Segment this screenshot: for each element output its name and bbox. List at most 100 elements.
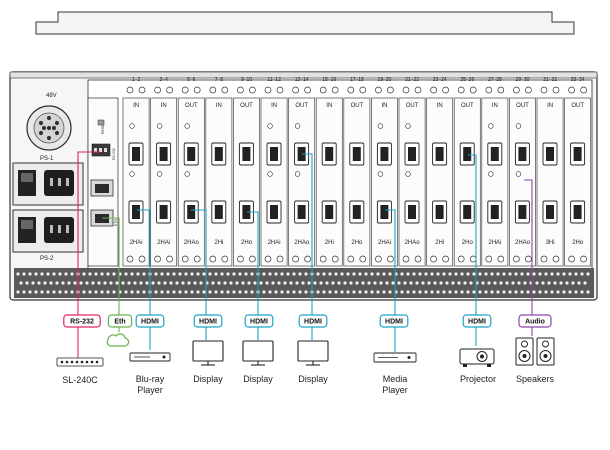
audio-jack[interactable] bbox=[267, 171, 273, 177]
bnc-connector[interactable] bbox=[568, 255, 575, 263]
bnc-connector[interactable] bbox=[513, 255, 520, 263]
audio-jack[interactable] bbox=[184, 123, 190, 129]
bnc-connector[interactable] bbox=[525, 86, 532, 94]
bnc-connector[interactable] bbox=[331, 86, 339, 94]
audio-jack[interactable] bbox=[488, 123, 494, 129]
bnc-connector[interactable] bbox=[513, 86, 520, 94]
bnc-connector[interactable] bbox=[568, 86, 575, 94]
bnc-connector[interactable] bbox=[457, 86, 465, 94]
vent-hole bbox=[16, 290, 20, 294]
audio-jack[interactable] bbox=[405, 171, 411, 177]
bnc-connector[interactable] bbox=[457, 255, 465, 263]
bnc-connector[interactable] bbox=[237, 86, 244, 94]
vent-hole bbox=[343, 281, 347, 285]
bnc-connector[interactable] bbox=[319, 86, 327, 94]
bnc-connector[interactable] bbox=[276, 86, 284, 94]
audio-jack[interactable] bbox=[405, 123, 411, 129]
speakers-icon bbox=[515, 337, 555, 366]
vent-hole bbox=[340, 290, 344, 294]
bnc-connector[interactable] bbox=[414, 255, 422, 263]
bnc-connector[interactable] bbox=[331, 255, 339, 263]
bnc-connector[interactable] bbox=[442, 255, 449, 263]
bnc-connector[interactable] bbox=[166, 86, 173, 94]
bnc-connector[interactable] bbox=[154, 86, 161, 94]
audio-jack[interactable] bbox=[129, 123, 135, 129]
bnc-connector[interactable] bbox=[402, 255, 410, 263]
bnc-connector[interactable] bbox=[221, 255, 229, 263]
bnc-connector[interactable] bbox=[347, 255, 355, 263]
audio-jack[interactable] bbox=[377, 171, 384, 177]
audio-jack[interactable] bbox=[129, 171, 135, 177]
bnc-connector[interactable] bbox=[193, 255, 201, 263]
bnc-connector[interactable] bbox=[359, 86, 367, 94]
bnc-connector[interactable] bbox=[264, 86, 272, 94]
vent-hole bbox=[424, 272, 428, 276]
bnc-connector[interactable] bbox=[166, 255, 173, 263]
bnc-connector[interactable] bbox=[387, 86, 394, 94]
bnc-connector[interactable] bbox=[469, 86, 477, 94]
bnc-connector[interactable] bbox=[209, 86, 217, 94]
bnc-connector[interactable] bbox=[138, 86, 146, 94]
vent-hole bbox=[337, 281, 341, 285]
slot-number: 13–14 bbox=[295, 77, 309, 83]
audio-jack[interactable] bbox=[488, 171, 494, 177]
bnc-connector[interactable] bbox=[580, 86, 587, 94]
vent-hole bbox=[31, 281, 35, 285]
slot-number: 31–32 bbox=[543, 77, 557, 83]
bnc-connector[interactable] bbox=[375, 255, 382, 263]
bnc-connector[interactable] bbox=[319, 255, 327, 263]
vent-hole bbox=[124, 272, 128, 276]
bnc-connector[interactable] bbox=[580, 255, 587, 263]
bnc-connector[interactable] bbox=[552, 86, 560, 94]
bnc-connector[interactable] bbox=[249, 86, 256, 94]
bnc-connector[interactable] bbox=[209, 255, 217, 263]
audio-jack[interactable] bbox=[377, 123, 384, 129]
bnc-connector[interactable] bbox=[430, 255, 437, 263]
audio-jack[interactable] bbox=[294, 123, 301, 129]
bnc-connector[interactable] bbox=[347, 86, 355, 94]
vent-hole bbox=[451, 281, 455, 285]
bnc-connector[interactable] bbox=[485, 255, 493, 263]
bnc-connector[interactable] bbox=[485, 86, 493, 94]
bnc-connector[interactable] bbox=[237, 255, 244, 263]
bnc-connector[interactable] bbox=[221, 86, 229, 94]
bnc-connector[interactable] bbox=[375, 86, 382, 94]
bnc-connector[interactable] bbox=[138, 255, 146, 263]
audio-jack[interactable] bbox=[184, 171, 190, 177]
vent-hole bbox=[250, 272, 254, 276]
bnc-connector[interactable] bbox=[181, 86, 189, 94]
audio-jack[interactable] bbox=[267, 123, 273, 129]
audio-jack[interactable] bbox=[156, 171, 163, 177]
slot-card bbox=[564, 97, 592, 267]
bnc-connector[interactable] bbox=[304, 86, 311, 94]
audio-jack[interactable] bbox=[156, 123, 163, 129]
bnc-connector[interactable] bbox=[193, 86, 201, 94]
bnc-connector[interactable] bbox=[497, 86, 505, 94]
bnc-connector[interactable] bbox=[304, 255, 311, 263]
reset-button[interactable] bbox=[97, 119, 105, 126]
bnc-connector[interactable] bbox=[414, 86, 422, 94]
bnc-connector[interactable] bbox=[402, 86, 410, 94]
bnc-connector[interactable] bbox=[126, 255, 134, 263]
bnc-connector[interactable] bbox=[469, 255, 477, 263]
audio-jack[interactable] bbox=[515, 171, 522, 177]
audio-jack[interactable] bbox=[515, 123, 522, 129]
bnc-connector[interactable] bbox=[430, 86, 437, 94]
bnc-connector[interactable] bbox=[292, 255, 299, 263]
bnc-connector[interactable] bbox=[552, 255, 560, 263]
audio-jack[interactable] bbox=[294, 171, 301, 177]
bnc-connector[interactable] bbox=[276, 255, 284, 263]
bnc-connector[interactable] bbox=[442, 86, 449, 94]
bnc-connector[interactable] bbox=[154, 255, 161, 263]
bnc-connector[interactable] bbox=[292, 86, 299, 94]
bnc-connector[interactable] bbox=[525, 255, 532, 263]
bnc-connector[interactable] bbox=[181, 255, 189, 263]
bnc-connector[interactable] bbox=[540, 86, 548, 94]
bnc-connector[interactable] bbox=[540, 255, 548, 263]
bnc-connector[interactable] bbox=[249, 255, 256, 263]
bnc-connector[interactable] bbox=[359, 255, 367, 263]
bnc-connector[interactable] bbox=[264, 255, 272, 263]
bnc-connector[interactable] bbox=[387, 255, 394, 263]
bnc-connector[interactable] bbox=[497, 255, 505, 263]
bnc-connector[interactable] bbox=[126, 86, 134, 94]
